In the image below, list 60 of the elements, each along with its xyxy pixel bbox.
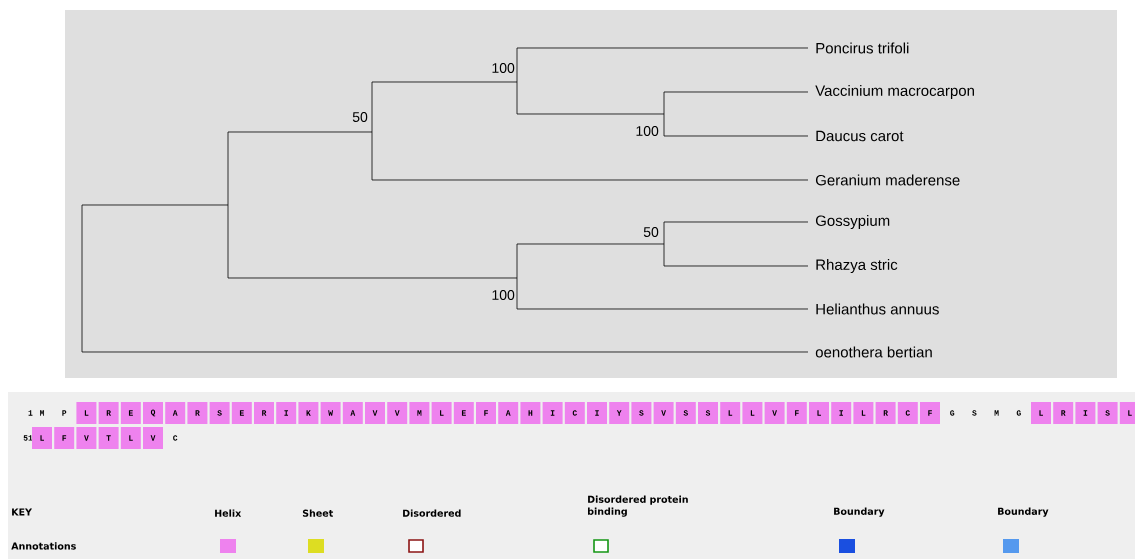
residue-cell: V <box>387 402 408 424</box>
bootstrap-value: 100 <box>636 126 659 136</box>
residue-cell: R <box>254 402 274 424</box>
residue-cell: L <box>742 402 763 424</box>
leaf-label: oenothera bertian <box>815 346 932 358</box>
residue-cell: A <box>498 402 519 424</box>
residue-cell: F <box>54 427 75 449</box>
leaf-label: Rhazya stric <box>816 259 898 273</box>
residue-cell: I <box>831 402 852 424</box>
residue-cell: L <box>720 402 741 424</box>
leaf-label: Gossypium <box>815 215 890 229</box>
residue-cell: L <box>853 402 874 424</box>
residue-cell: I <box>587 402 607 424</box>
residue-cell: F <box>476 402 496 424</box>
residue-cell: H <box>520 402 541 424</box>
residue: P <box>62 410 67 416</box>
residue: M <box>994 410 999 416</box>
residue-cell: S <box>698 402 718 424</box>
residue-cell: V <box>365 402 385 424</box>
key-heading: KEY <box>12 508 33 516</box>
residue-cell: L <box>1031 402 1051 424</box>
bootstrap-value: 100 <box>492 63 515 73</box>
position-number: 51 <box>23 435 33 441</box>
row-heading: Annotations <box>11 542 76 550</box>
residue-cell: A <box>165 402 186 424</box>
residue: G <box>950 410 955 416</box>
legend-label: Disordered <box>403 509 461 517</box>
position-number: 1 <box>28 410 33 416</box>
bootstrap-value: 50 <box>352 112 368 122</box>
residue-cell: L <box>32 427 52 449</box>
residue-cell: L <box>809 402 829 424</box>
legend-label: Boundary <box>998 507 1049 517</box>
leaf-label: Geranium maderense <box>815 174 960 186</box>
bootstrap-value: 50 <box>643 227 659 237</box>
residue-cell: L <box>76 402 97 424</box>
leaf-label: Daucus carot <box>816 130 904 142</box>
residue-cell: S <box>631 402 652 424</box>
residue-cell: R <box>1053 402 1074 424</box>
residue-cell: Q <box>143 402 163 424</box>
residue: S <box>972 410 977 416</box>
legend-label: Sheet <box>302 509 333 517</box>
leaf-label: Vaccinium macrocarpon <box>815 85 974 99</box>
leaf-label: Poncirus trifoli <box>816 42 909 54</box>
residue-cell: I <box>276 402 297 424</box>
residue-cell: Y <box>609 402 630 424</box>
residue-cell: R <box>187 402 208 424</box>
leaf-label: Helianthus annuus <box>816 303 939 315</box>
residue-cell: M <box>409 402 430 424</box>
residue-cell: I <box>1075 402 1096 424</box>
legend-label: Boundary <box>834 507 885 517</box>
residue-cell: K <box>298 402 319 424</box>
residue-cell: V <box>76 427 97 449</box>
residue-cell: F <box>920 402 940 424</box>
bootstrap-value: 100 <box>492 290 515 300</box>
legend-label: Disordered protein binding <box>588 495 688 517</box>
residue: M <box>40 410 44 416</box>
residue-cell: V <box>143 427 163 449</box>
residue: G <box>1016 410 1021 416</box>
legend-label: Helix <box>215 509 242 517</box>
residue: C <box>173 435 178 441</box>
